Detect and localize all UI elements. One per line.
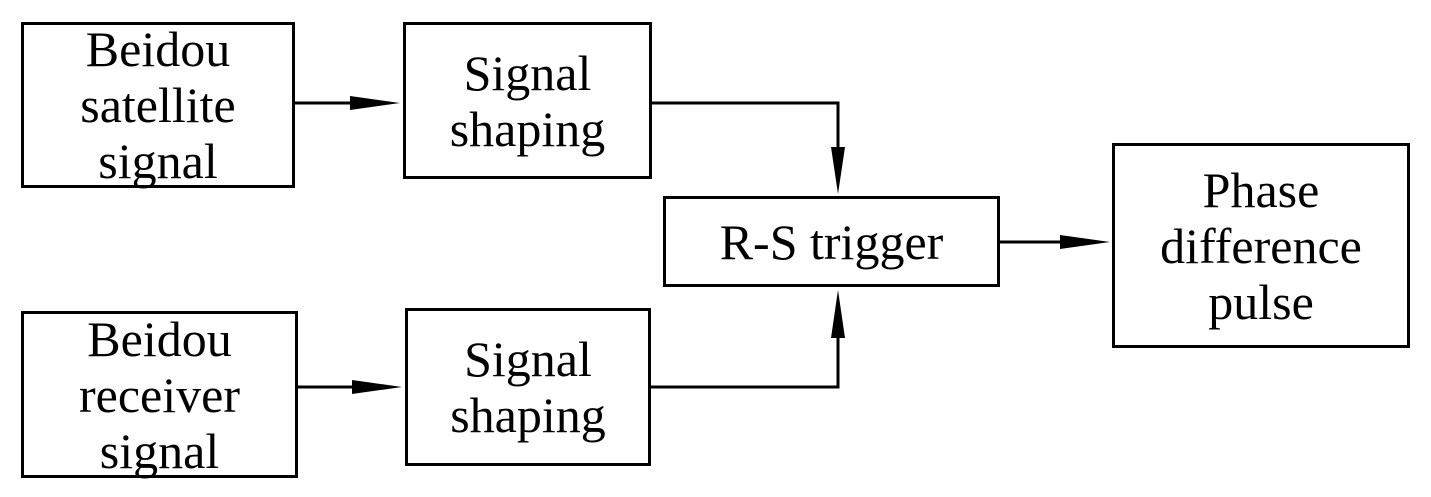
- block-label-line: Phase: [1202, 161, 1320, 218]
- block-label-line: Signal: [463, 44, 592, 101]
- arrowhead-shaping-bottom-to-rs: [831, 290, 845, 338]
- block-label-line: signal: [98, 133, 218, 189]
- block-label-line: shaping: [450, 387, 606, 443]
- arrowhead-satellite-to-shaping: [350, 96, 400, 110]
- block-label-line: Beidou: [87, 310, 232, 367]
- signal-shaping-top-block: Signal shaping: [403, 22, 652, 179]
- block-label-line: R-S trigger: [719, 213, 944, 270]
- block-label-line: signal: [99, 422, 220, 479]
- arrowhead-shaping-top-to-rs: [831, 147, 845, 194]
- signal-shaping-bottom-block: Signal shaping: [405, 308, 651, 466]
- beidou-satellite-signal-block: Beidou satellite signal: [21, 21, 295, 189]
- block-label-line: shaping: [449, 100, 606, 157]
- arrowhead-receiver-to-shaping: [352, 380, 402, 394]
- block-label-line: satellite: [80, 77, 236, 133]
- block-label-line: pulse: [1208, 273, 1314, 330]
- phase-difference-pulse-block: Phase difference pulse: [1112, 143, 1410, 348]
- arrow-shaping-bottom-to-rs: [651, 335, 840, 389]
- block-label-line: Beidou: [85, 21, 231, 77]
- block-label-line: Signal: [464, 331, 592, 387]
- beidou-receiver-signal-block: Beidou receiver signal: [21, 310, 298, 479]
- arrow-shaping-top-to-rs: [652, 101, 840, 150]
- block-label-line: difference: [1160, 217, 1362, 274]
- rs-trigger-block: R-S trigger: [663, 196, 1000, 287]
- block-label-line: receiver: [79, 366, 240, 423]
- arrowhead-rs-to-phase: [1060, 235, 1110, 249]
